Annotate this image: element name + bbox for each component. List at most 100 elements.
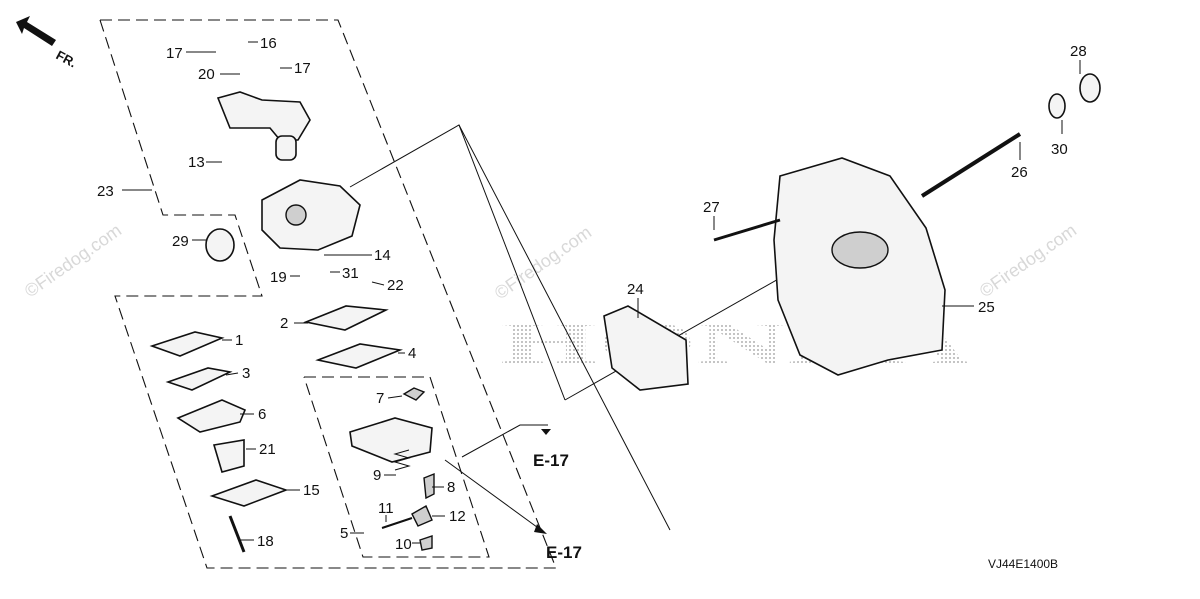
callout-28: 28 bbox=[1070, 43, 1087, 74]
gasket-1 bbox=[149, 331, 225, 357]
bolt-26 bbox=[920, 132, 1022, 198]
svg-text:8: 8 bbox=[447, 479, 455, 496]
svg-text:17: 17 bbox=[166, 45, 183, 62]
svg-text:1: 1 bbox=[235, 332, 243, 349]
screw-10 bbox=[419, 535, 433, 551]
callout-7: 7 bbox=[376, 390, 403, 407]
front-direction-arrow: FR. bbox=[16, 16, 79, 70]
svg-text:21: 21 bbox=[259, 441, 276, 458]
svg-text:13: 13 bbox=[188, 154, 205, 171]
callout-11: 11 bbox=[378, 500, 394, 522]
carburetor-main-body bbox=[261, 179, 361, 251]
svg-text:3: 3 bbox=[242, 365, 250, 382]
svg-text:FR.: FR. bbox=[54, 47, 80, 70]
watermark: ©Firedog.com bbox=[21, 220, 125, 301]
case-bore bbox=[831, 231, 889, 269]
callout-25: 25 bbox=[942, 299, 995, 316]
svg-text:15: 15 bbox=[303, 482, 320, 499]
svg-text:14: 14 bbox=[374, 247, 391, 264]
watermark: ©Firedog.com bbox=[976, 220, 1080, 301]
callout-18: 18 bbox=[240, 533, 274, 550]
svg-text:4: 4 bbox=[408, 345, 416, 362]
washer-28 bbox=[1079, 73, 1101, 103]
callout-30: 30 bbox=[1051, 120, 1068, 158]
watermark: ©Firedog.com bbox=[491, 222, 595, 303]
callout-5: 5 bbox=[340, 525, 364, 542]
svg-text:2: 2 bbox=[280, 315, 288, 332]
svg-text:16: 16 bbox=[260, 35, 277, 52]
callout-15: 15 bbox=[286, 482, 320, 499]
svg-text:9: 9 bbox=[373, 467, 381, 484]
svg-text:20: 20 bbox=[198, 66, 215, 83]
callout-1: 1 bbox=[222, 332, 243, 349]
callout-17-right: 17 bbox=[280, 60, 311, 77]
svg-text:7: 7 bbox=[376, 390, 384, 407]
callout-21: 21 bbox=[246, 441, 276, 458]
part-7 bbox=[402, 387, 426, 401]
callout-9: 9 bbox=[373, 467, 396, 484]
part-12 bbox=[411, 505, 433, 527]
svg-text:31: 31 bbox=[342, 265, 359, 282]
callout-19: 19 bbox=[270, 269, 300, 286]
svg-text:5: 5 bbox=[340, 525, 348, 542]
reference-arrow-bottom bbox=[444, 459, 547, 534]
spring-9 bbox=[393, 449, 411, 471]
svg-text:6: 6 bbox=[258, 406, 266, 423]
pump-body-group-outline bbox=[303, 376, 490, 558]
svg-text:28: 28 bbox=[1070, 43, 1087, 60]
callout-20: 20 bbox=[198, 66, 240, 83]
diagram-code: VJ44E1400B bbox=[988, 557, 1058, 571]
reference-label-bottom: E-17 bbox=[546, 543, 582, 562]
cover-6 bbox=[176, 399, 247, 433]
carburetor-upper-body bbox=[216, 91, 311, 161]
svg-text:26: 26 bbox=[1011, 164, 1028, 181]
reference-label-top: E-17 bbox=[533, 451, 569, 470]
washer-30 bbox=[1048, 93, 1066, 119]
callout-31: 31 bbox=[330, 265, 359, 282]
svg-text:11: 11 bbox=[378, 500, 394, 517]
upper-group-outline bbox=[99, 19, 526, 569]
callout-22: 22 bbox=[371, 277, 404, 294]
svg-text:17: 17 bbox=[294, 60, 311, 77]
svg-text:22: 22 bbox=[387, 277, 404, 294]
diaphragm-3 bbox=[165, 367, 233, 391]
callout-17-left: 17 bbox=[166, 45, 216, 62]
svg-text:10: 10 bbox=[395, 536, 412, 553]
pin-11 bbox=[381, 517, 413, 529]
ring-29 bbox=[205, 228, 235, 262]
svg-text:29: 29 bbox=[172, 233, 189, 250]
callout-14: 14 bbox=[324, 247, 391, 264]
callout-16: 16 bbox=[248, 35, 277, 52]
svg-text:19: 19 bbox=[270, 269, 287, 286]
callout-27: 27 bbox=[703, 199, 720, 230]
callout-24: 24 bbox=[627, 281, 644, 318]
callout-2: 2 bbox=[280, 315, 308, 332]
carburetor-group-outline bbox=[100, 19, 557, 569]
svg-text:23: 23 bbox=[97, 183, 114, 200]
callout-3: 3 bbox=[225, 365, 250, 382]
callout-4: 4 bbox=[398, 345, 416, 362]
bracket-24 bbox=[603, 305, 689, 391]
callout-8: 8 bbox=[432, 479, 455, 496]
screw-18 bbox=[228, 515, 246, 553]
callout-29: 29 bbox=[172, 233, 206, 250]
callout-12: 12 bbox=[432, 508, 466, 525]
gasket-4 bbox=[315, 343, 403, 369]
svg-text:30: 30 bbox=[1051, 141, 1068, 158]
cover-15 bbox=[209, 479, 289, 507]
valve-8 bbox=[423, 472, 435, 500]
cup-21 bbox=[212, 439, 245, 473]
callout-6: 6 bbox=[240, 406, 266, 423]
gasket-2 bbox=[303, 305, 389, 331]
callout-13: 13 bbox=[188, 154, 222, 171]
callout-10: 10 bbox=[395, 536, 420, 553]
svg-text:24: 24 bbox=[627, 281, 644, 298]
callout-23: 23 bbox=[97, 183, 152, 200]
reference-arrow-top bbox=[461, 424, 551, 458]
svg-text:27: 27 bbox=[703, 199, 720, 216]
svg-text:18: 18 bbox=[257, 533, 274, 550]
callout-26: 26 bbox=[1011, 142, 1028, 181]
pump-body-5 bbox=[349, 417, 433, 463]
svg-text:25: 25 bbox=[978, 299, 995, 316]
